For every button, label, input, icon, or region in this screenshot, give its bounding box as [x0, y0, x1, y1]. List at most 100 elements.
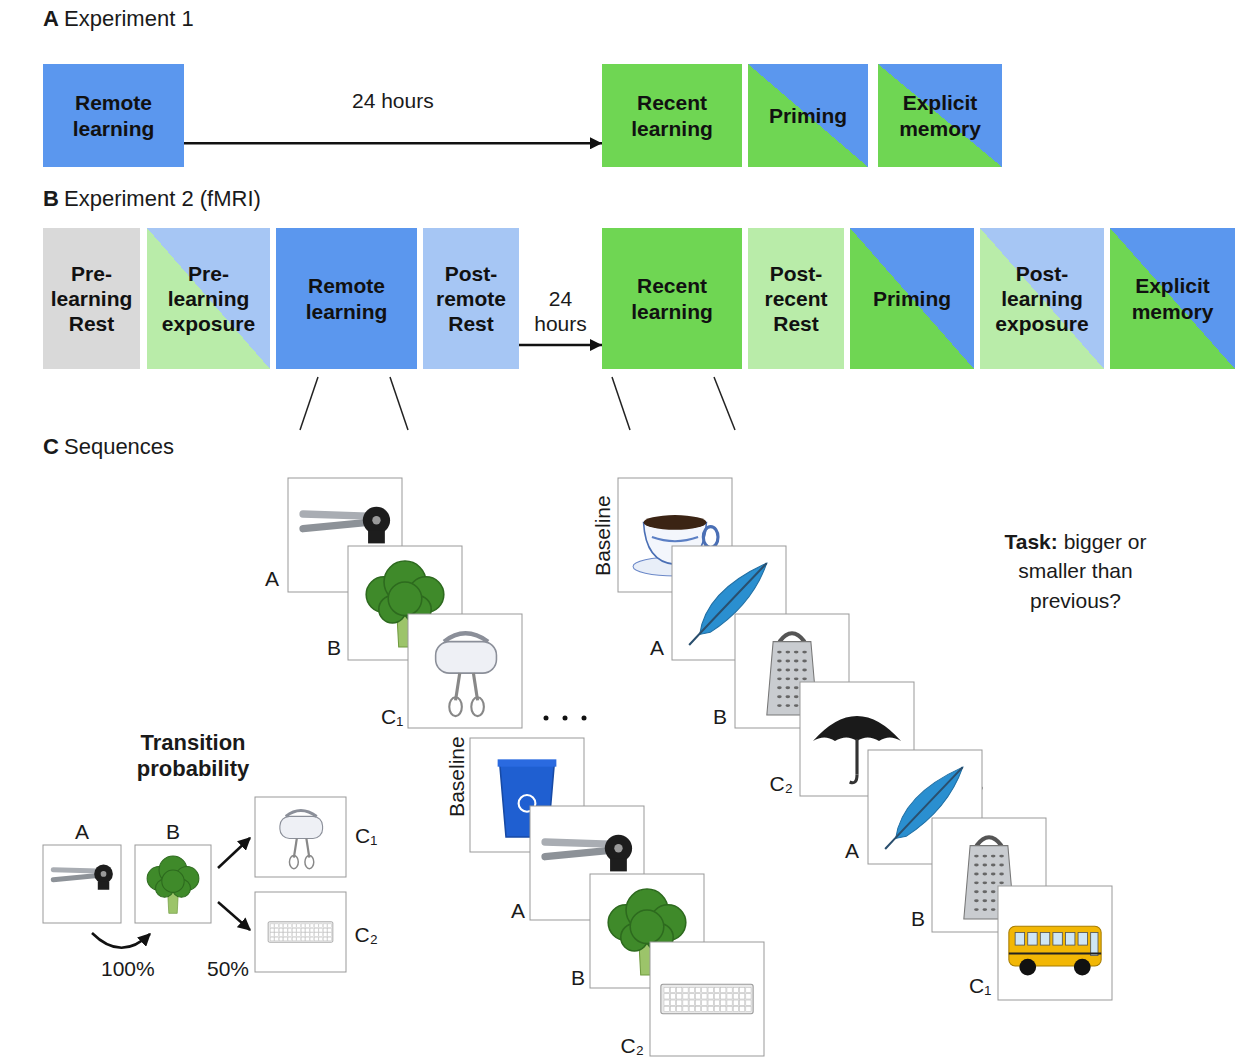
drawing-part — [471, 697, 484, 716]
stage-box: Post-learning exposure — [980, 228, 1104, 369]
probability-label: 100% — [101, 956, 155, 981]
drawing-part — [982, 872, 987, 875]
drawing-part — [1009, 926, 1101, 975]
drawing-part — [288, 928, 292, 932]
drawing-part — [794, 651, 799, 654]
picture-cards — [43, 478, 1112, 1056]
stage-box: Recent learning — [602, 228, 742, 369]
drawing-part — [275, 924, 279, 928]
drawing-part — [545, 835, 632, 872]
drawing-part — [328, 933, 332, 937]
drawing-part — [310, 933, 314, 937]
drawing-part — [670, 1006, 675, 1011]
drawing-part — [999, 864, 1004, 867]
drawing-part — [689, 987, 694, 992]
drawing-part — [610, 859, 627, 872]
drawing-part — [733, 1000, 738, 1005]
stage-box: Priming — [850, 228, 974, 369]
box-label: Priming — [748, 103, 868, 128]
drawing-part — [974, 855, 979, 858]
drawing-part — [991, 855, 996, 858]
drawing-part — [664, 1000, 669, 1005]
drawing-part — [644, 515, 707, 530]
drawing-part — [444, 633, 488, 641]
drawing-part — [721, 1000, 726, 1005]
drawing-part — [974, 908, 979, 911]
stage-box: Remote learning — [43, 64, 184, 167]
drawing-part — [974, 890, 979, 893]
drawing-part — [323, 924, 327, 928]
dot — [544, 716, 549, 721]
drawing-part — [677, 987, 682, 992]
box-label: Explicit memory — [1110, 273, 1235, 323]
drawing-part — [270, 928, 274, 932]
drawing-part — [314, 933, 318, 937]
drawing-part — [270, 937, 274, 941]
drawing-part — [777, 668, 782, 671]
drawing-part — [689, 1000, 694, 1005]
stage-box: Explicit memory — [1110, 228, 1235, 369]
drawing-part — [702, 987, 707, 992]
drawing-part — [306, 928, 310, 932]
drawing-part — [670, 1000, 675, 1005]
panel-letter: C — [43, 434, 59, 460]
drawing-part — [255, 797, 346, 877]
drawing-part — [1074, 959, 1091, 976]
drawing-part — [650, 942, 764, 1056]
drawing-part — [746, 994, 751, 999]
drawing-part — [702, 994, 707, 999]
transition-arrow — [218, 902, 250, 930]
drawing-part — [162, 870, 184, 892]
drawing-part — [280, 811, 323, 869]
drawing-part — [998, 886, 1112, 1000]
figure-label: A — [845, 838, 859, 863]
drawing-part — [328, 924, 332, 928]
time-arrow — [519, 344, 602, 347]
drawing-part — [785, 651, 790, 654]
drawing-part — [689, 994, 694, 999]
drawing-part — [605, 835, 632, 862]
drawing-part — [999, 872, 1004, 875]
drawing-part — [740, 1000, 745, 1005]
edge-label: 24 hours — [352, 88, 434, 113]
dot — [563, 716, 568, 721]
drawing-part — [306, 924, 310, 928]
drawing-part — [1019, 959, 1036, 976]
drawing-part — [695, 994, 700, 999]
drawing-part — [449, 697, 462, 716]
drawing-part — [721, 994, 726, 999]
drawing-part — [683, 1006, 688, 1011]
drawing-part — [683, 1000, 688, 1005]
drawing-part — [721, 1006, 726, 1011]
task-heading: Task: — [1004, 530, 1057, 553]
drawing-part — [292, 924, 296, 928]
figure-label: C₂ — [355, 922, 378, 947]
drawing-part — [999, 881, 1004, 884]
drawing-part — [292, 933, 296, 937]
drawing-part — [850, 775, 857, 783]
drawing-part — [855, 739, 858, 775]
drawing-part — [255, 892, 346, 972]
drawing-part — [301, 928, 305, 932]
figure-label: A — [511, 898, 525, 923]
drawing-part — [794, 686, 799, 689]
panel-letter: B — [43, 186, 59, 212]
drawing-part — [545, 842, 610, 844]
drawing-part — [785, 686, 790, 689]
drawing-part — [670, 994, 675, 999]
probability-label: 50% — [207, 956, 249, 981]
drawing-part — [1009, 926, 1101, 966]
box-label: Post-remote Rest — [423, 261, 519, 337]
drawing-part — [98, 881, 109, 890]
drawing-part — [746, 1006, 751, 1011]
drawing-part — [289, 855, 298, 868]
drawing-part — [286, 811, 317, 817]
bracket-line — [300, 377, 318, 430]
drawing-part — [408, 614, 522, 728]
drawing-part — [147, 856, 199, 913]
drawing-part — [714, 1006, 719, 1011]
drawing-part — [794, 660, 799, 663]
drawing-part — [284, 928, 288, 932]
drawing-part — [270, 924, 274, 928]
drawing-part — [279, 928, 283, 932]
